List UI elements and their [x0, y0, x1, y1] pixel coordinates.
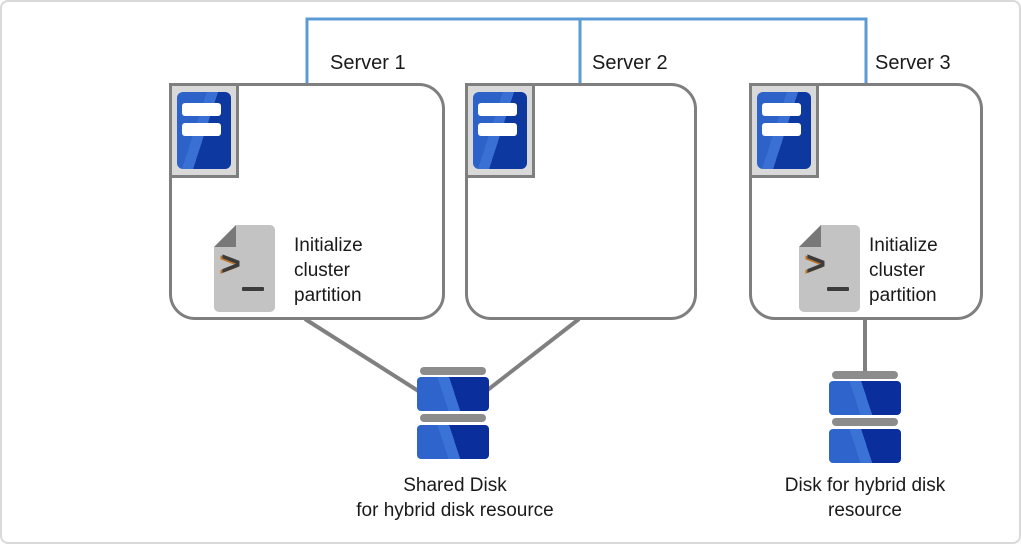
server-drive-bay — [762, 123, 801, 136]
hybrid-disk-label-line: resource — [828, 500, 902, 521]
disk-divider-bar — [832, 418, 898, 426]
shared-disk-label-line: for hybrid disk resource — [356, 500, 554, 521]
hybrid-disk-stack-icon — [829, 371, 901, 463]
disk-platter — [417, 377, 489, 411]
server-tower-body — [177, 92, 231, 169]
cursor-underscore — [242, 287, 264, 291]
script-note-line: Initialize — [294, 235, 363, 256]
prompt-glyph: > — [221, 245, 241, 283]
hybrid-disk-label-line: Disk for hybrid disk — [784, 475, 946, 496]
server-drive-bay — [478, 123, 517, 136]
network-interconnect-line — [305, 17, 868, 84]
script-note-line: partition — [294, 285, 362, 306]
shared-disk-label-line: Shared Disk — [403, 475, 507, 496]
server3-script-note: Initialize cluster partition — [869, 233, 989, 308]
disk-platter — [829, 429, 901, 463]
server-tower-icon — [749, 83, 819, 178]
disk-platter — [829, 381, 901, 415]
shared-disk-stack-icon — [417, 367, 489, 459]
server-tower-icon — [169, 83, 239, 178]
server-drive-bay — [182, 103, 221, 116]
server-drive-bay — [478, 103, 517, 116]
cursor-underscore — [827, 287, 849, 291]
disk-platter — [417, 425, 489, 459]
server-tower-body — [757, 92, 811, 169]
prompt-glyph: > — [806, 245, 826, 283]
server1-label: Server 1 — [330, 52, 406, 74]
server-tower-icon — [465, 83, 535, 178]
server2-box — [465, 83, 697, 320]
server-tower-body — [473, 92, 527, 169]
disk-divider-bar — [420, 414, 486, 422]
server1-script-note: Initialize cluster partition — [294, 233, 414, 308]
shell-script-icon: > — [214, 225, 275, 312]
script-note-line: cluster — [294, 260, 350, 281]
shared-disk-label: Shared Disk for hybrid disk resource — [327, 473, 583, 523]
hybrid-disk-label: Disk for hybrid disk resource — [760, 473, 970, 523]
script-note-line: partition — [869, 285, 937, 306]
server1-box — [169, 83, 445, 320]
server-drive-bay — [182, 123, 221, 136]
server-drive-bay — [762, 103, 801, 116]
server3-box — [749, 83, 983, 320]
disk-cap-bar — [420, 367, 486, 375]
shell-script-icon: > — [799, 225, 860, 312]
script-note-line: Initialize — [869, 235, 938, 256]
script-note-line: cluster — [869, 260, 925, 281]
server2-label: Server 2 — [592, 52, 668, 74]
disk-cap-bar — [832, 371, 898, 379]
server3-label: Server 3 — [875, 52, 951, 74]
